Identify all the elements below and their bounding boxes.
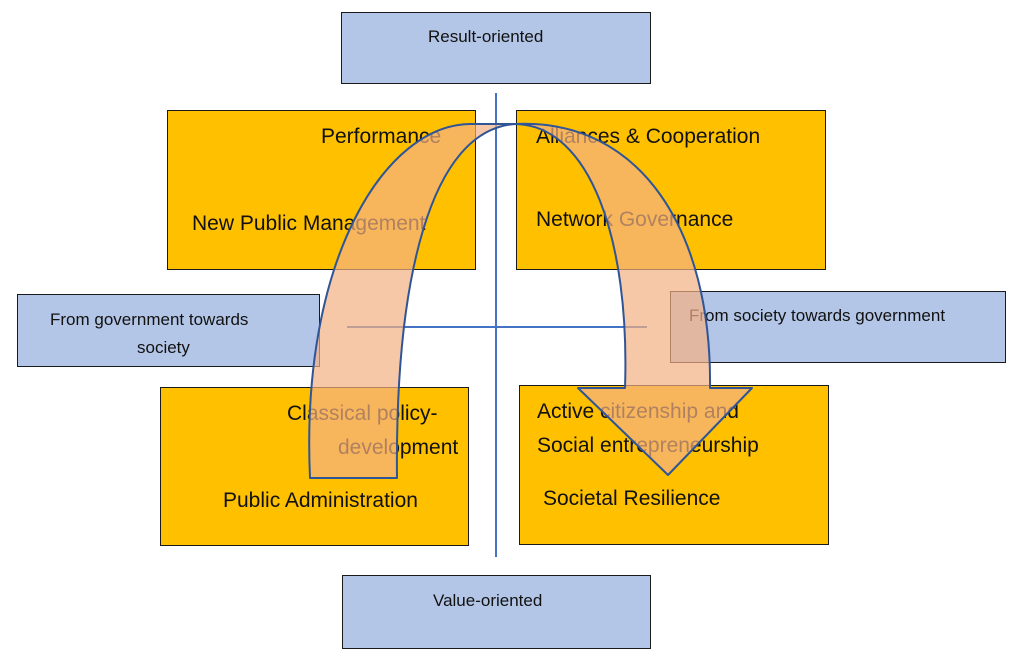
horizontal-axis-line <box>347 326 647 328</box>
from-government-box: From government towards society <box>17 294 320 367</box>
result-oriented-box: Result-oriented <box>341 12 651 84</box>
societal-resilience-label: Societal Resilience <box>543 487 721 510</box>
public-administration-label: Public Administration <box>223 489 418 512</box>
vertical-axis-line <box>495 93 497 557</box>
curved-arrow-shape <box>308 122 753 479</box>
from-government-label-line1: From government towards <box>50 310 249 329</box>
result-oriented-label: Result-oriented <box>428 27 544 46</box>
value-oriented-label: Value-oriented <box>433 591 543 610</box>
value-oriented-box: Value-oriented <box>342 575 651 649</box>
from-government-label-line2: society <box>137 338 190 357</box>
from-society-label: From society towards government <box>689 306 946 325</box>
from-society-box: From society towards government <box>670 291 1006 363</box>
performance-label: Performance <box>321 125 442 148</box>
